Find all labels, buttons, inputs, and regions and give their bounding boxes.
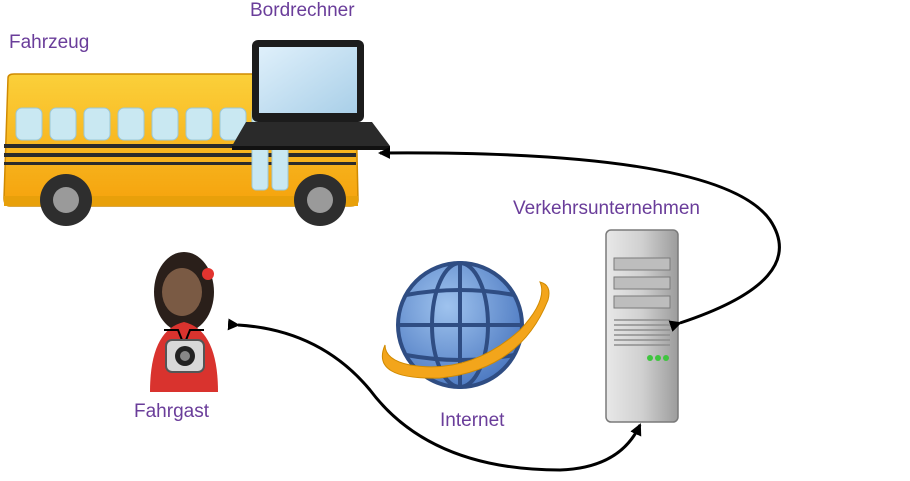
arrow-bordrechner-server bbox=[378, 146, 781, 332]
label-internet: Internet bbox=[440, 410, 505, 431]
label-bordrechner: Bordrechner bbox=[250, 0, 355, 21]
server-icon bbox=[605, 229, 679, 423]
laptop-icon bbox=[232, 40, 390, 150]
arrow-fahrgast-server bbox=[227, 318, 642, 472]
person-camera-icon bbox=[150, 252, 218, 392]
label-fahrgast: Fahrgast bbox=[134, 401, 209, 422]
bus-wheel bbox=[294, 174, 346, 226]
bus-wheel bbox=[40, 174, 92, 226]
label-verkehrsunternehmen: Verkehrsunternehmen bbox=[513, 198, 700, 219]
label-fahrzeug: Fahrzeug bbox=[9, 32, 90, 53]
globe-icon bbox=[381, 261, 550, 389]
